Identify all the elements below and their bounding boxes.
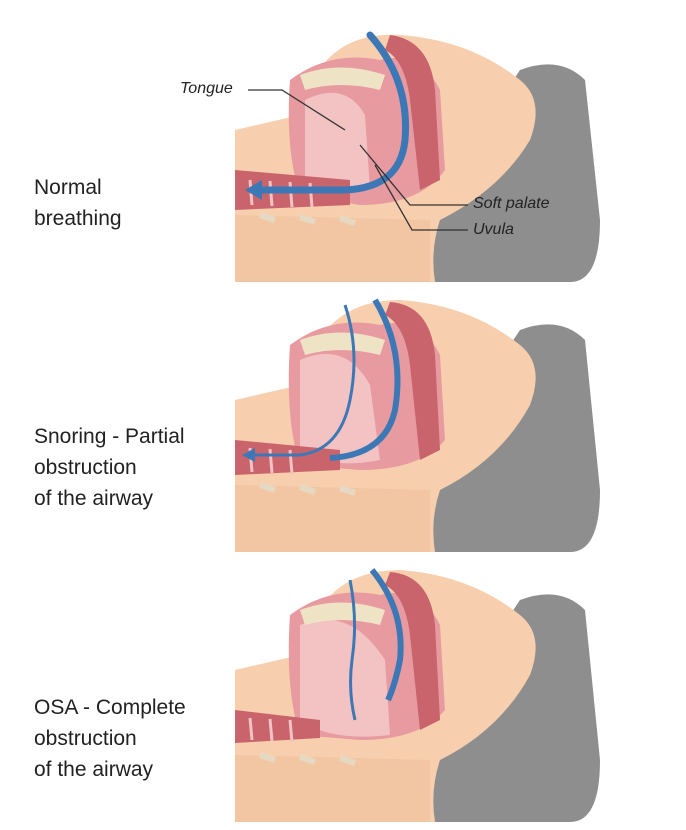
panel-label: Snoring - Partial obstruction of the air… (34, 421, 185, 514)
panel-label: Normal breathing (34, 172, 122, 234)
label-line: obstruction (34, 727, 137, 750)
panel-normal-breathing: Normal breathing Tongue Soft palate Uvul… (0, 20, 686, 290)
neck-shadow (235, 485, 430, 552)
spine (259, 212, 356, 226)
airflow-arrowhead (245, 180, 262, 200)
head-cross-section-osa (235, 568, 600, 822)
nasal-bone (300, 332, 385, 355)
panel-osa: OSA - Complete obstruction of the airway (0, 560, 686, 830)
head-cross-section-snoring (235, 298, 600, 552)
trachea-rings (248, 717, 294, 743)
label-line: OSA - Complete (34, 696, 186, 719)
pillow (430, 64, 600, 282)
spine (259, 482, 356, 496)
head-cross-section-normal (235, 31, 600, 282)
trachea (235, 710, 320, 743)
tongue-shape (300, 353, 380, 464)
nasal-bone (300, 67, 385, 90)
airflow-arrow (251, 31, 410, 194)
tongue-shape (300, 619, 390, 737)
tongue-shape (305, 92, 370, 192)
soft-palate-leader (359, 144, 468, 206)
annotation-leaders (248, 89, 468, 231)
trachea (235, 440, 340, 475)
tongue-leader (248, 89, 346, 131)
label-line: Normal (34, 176, 102, 199)
label-line: of the airway (34, 487, 154, 510)
uvula-annotation: Uvula (473, 221, 514, 238)
pharynx-wall (385, 302, 440, 460)
neck-shadow (235, 755, 430, 822)
spine (259, 752, 356, 766)
tongue-annotation: Tongue (180, 80, 233, 97)
uvula-leader (374, 164, 468, 231)
label-line: Snoring - Partial (34, 425, 185, 448)
label-line: breathing (34, 207, 122, 230)
airflow-arrow-thin-1 (250, 304, 356, 457)
pharynx-wall (385, 35, 440, 190)
pillow (430, 324, 600, 552)
label-line: of the airway (34, 758, 154, 781)
nasal-bone (300, 602, 385, 625)
panel-snoring: Snoring - Partial obstruction of the air… (0, 290, 686, 560)
pillow (430, 594, 600, 822)
label-line: obstruction (34, 456, 137, 479)
airflow-arrowhead (242, 448, 255, 462)
pharynx-wall (385, 572, 440, 730)
blocked-airflow-2 (369, 568, 404, 702)
airflow-arrow-thin-2 (329, 298, 401, 461)
neck-shadow (235, 215, 430, 282)
panel-label: OSA - Complete obstruction of the airway (34, 692, 186, 785)
soft-palate-annotation: Soft palate (473, 195, 550, 212)
blocked-airflow-1 (348, 579, 357, 721)
